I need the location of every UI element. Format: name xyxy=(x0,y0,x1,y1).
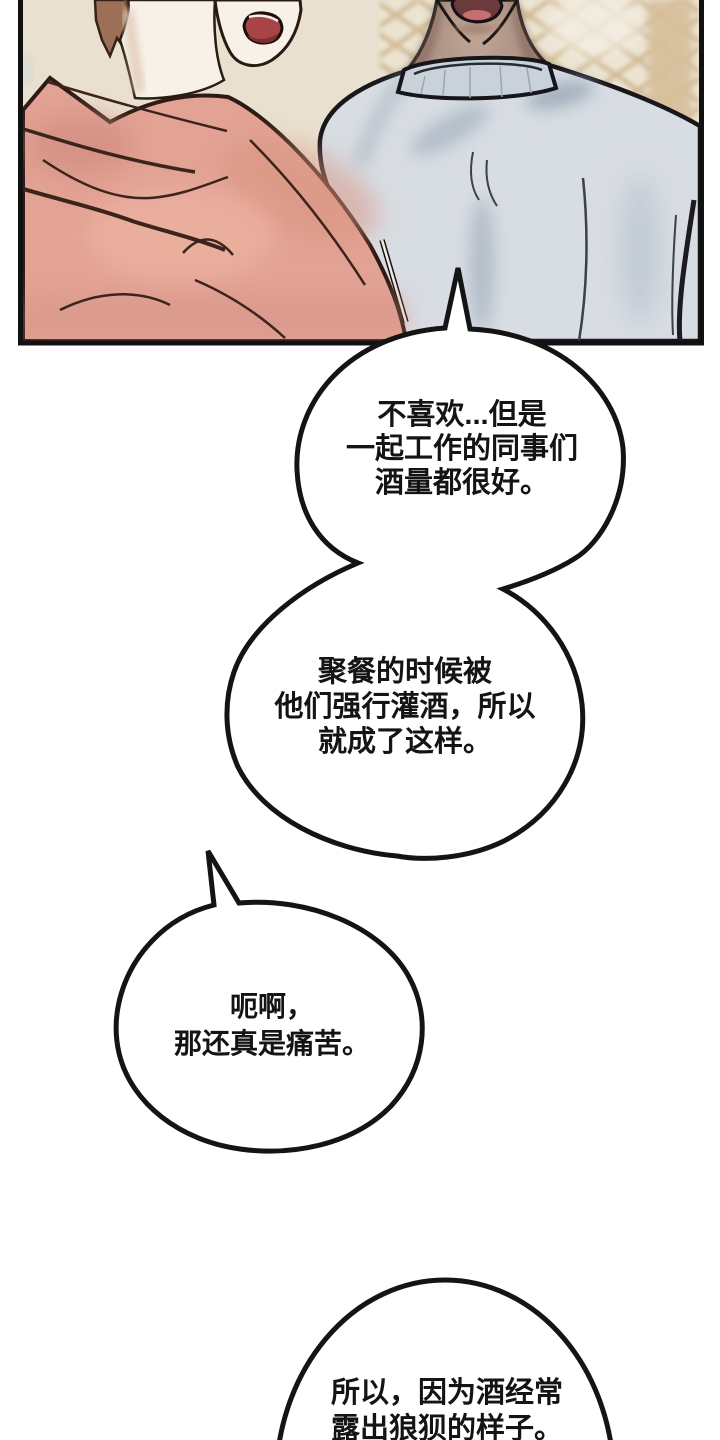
speech-line: 露出狼狈的样子。 xyxy=(330,1413,563,1440)
speech-bubble-4-shape xyxy=(277,1277,613,1440)
speech-line: 他们强行灌酒，所以 xyxy=(274,691,536,723)
jaw-line-left xyxy=(435,0,471,44)
speech-line: 所以，因为酒经常 xyxy=(330,1377,563,1409)
speech-bubble-3-text: 呃啊， 那还真是痛苦。 xyxy=(107,988,437,1062)
panel-border xyxy=(18,0,704,346)
speech-line: 不喜欢...但是 xyxy=(377,399,547,431)
speech-line: 一起工作的同事们 xyxy=(345,433,578,465)
speech-bubble-1-2-shape xyxy=(224,267,626,861)
jaw-line-right xyxy=(482,0,519,46)
speech-line: 就成了这样。 xyxy=(317,726,492,758)
hoodie-folds xyxy=(23,80,367,339)
speech-line: 呃啊， xyxy=(229,991,314,1022)
speech-bubble-3-shape xyxy=(113,849,425,1154)
ribbed-collar xyxy=(395,55,559,101)
speech-line: 酒量都很好。 xyxy=(374,467,549,499)
speech-bubble-4-text: 所以，因为酒经常 露出狼狈的样子。 xyxy=(277,1375,617,1440)
speech-bubble-1-text: 不喜欢...但是 一起工作的同事们 酒量都很好。 xyxy=(292,398,632,500)
panel-illustration xyxy=(23,0,699,341)
smiling-mouth xyxy=(242,11,284,45)
speech-bubble-2-text: 聚餐的时候被 他们强行灌酒，所以 就成了这样。 xyxy=(225,655,585,760)
speech-line: 聚餐的时候被 xyxy=(317,656,492,688)
gray-sweatshirt-character xyxy=(317,0,699,341)
pink-hoodie-character xyxy=(23,0,409,341)
neck xyxy=(118,0,226,100)
open-mouth xyxy=(450,0,504,31)
speech-line: 那还真是痛苦。 xyxy=(173,1028,370,1059)
